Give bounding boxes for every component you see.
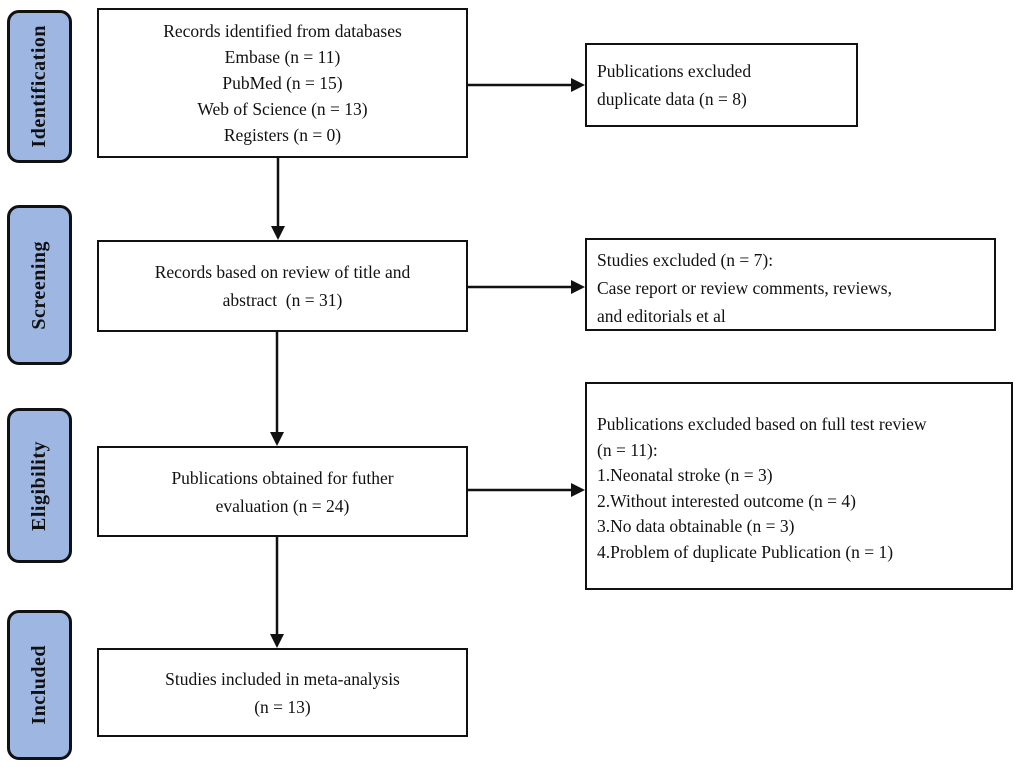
box-line: Publications obtained for futher	[171, 467, 394, 488]
box-line: Records based on review of title and	[154, 262, 411, 282]
records-screened-box: Records based on review of title and abs…	[97, 240, 468, 332]
box-line: Studies included in meta-analysis	[165, 668, 400, 689]
arrow-screened-to-excluded-icon	[468, 280, 585, 294]
stage-screening-label: Screening	[28, 240, 50, 330]
box-line: Studies excluded (n = 7):	[597, 250, 774, 270]
box-line: Registers (n = 0)	[223, 125, 342, 145]
box-line: (n = 13)	[254, 696, 311, 717]
stage-included: Included	[7, 610, 72, 760]
box-line: and editorials et al	[597, 306, 726, 326]
box-line: Case report or review comments, reviews,	[597, 278, 892, 298]
stage-screening: Screening	[7, 205, 72, 365]
box-line: 2.Without interested outcome (n = 4)	[597, 490, 856, 511]
studies-included-box: Studies included in meta-analysis (n = 1…	[97, 648, 468, 737]
stage-identification: Identification	[7, 10, 72, 163]
box-line: abstract (n = 31)	[222, 290, 343, 310]
arrow-identified-to-screened-icon	[271, 158, 285, 240]
excluded-after-screening-box: Studies excluded (n = 7): Case report or…	[585, 238, 996, 331]
excluded-after-full-text-box: Publications excluded based on full test…	[585, 382, 1013, 590]
arrow-screened-to-eligibility-icon	[270, 332, 284, 446]
stage-identification-label: Identification	[28, 25, 50, 148]
stage-eligibility: Eligibility	[7, 408, 72, 563]
excluded-duplicates-box: Publications excluded duplicate data (n …	[585, 43, 858, 127]
arrow-identified-to-excluded-icon	[468, 78, 585, 92]
box-line: duplicate data (n = 8)	[597, 89, 747, 109]
box-line: Web of Science (n = 13)	[197, 99, 368, 119]
arrow-eligibility-to-excluded-icon	[468, 483, 585, 497]
box-line: Publications excluded based on full test…	[597, 414, 927, 434]
box-line: Publications excluded	[597, 61, 752, 81]
stage-included-label: Included	[28, 645, 50, 725]
box-line: evaluation (n = 24)	[215, 495, 350, 516]
box-line: 4.Problem of duplicate Publication (n = …	[597, 541, 894, 562]
records-identified-box: Records identified from databases Embase…	[97, 8, 468, 158]
box-line: (n = 11):	[597, 439, 658, 460]
box-line: Records identified from databases	[163, 21, 402, 41]
publications-evaluated-box: Publications obtained for futher evaluat…	[97, 446, 468, 537]
box-line: 3.No data obtainable (n = 3)	[597, 516, 795, 536]
box-line: 1.Neonatal stroke (n = 3)	[597, 465, 773, 485]
box-line: Embase (n = 11)	[224, 47, 341, 67]
stage-eligibility-label: Eligibility	[28, 440, 50, 531]
box-line: PubMed (n = 15)	[222, 73, 343, 93]
arrow-eligibility-to-included-icon	[270, 537, 284, 648]
